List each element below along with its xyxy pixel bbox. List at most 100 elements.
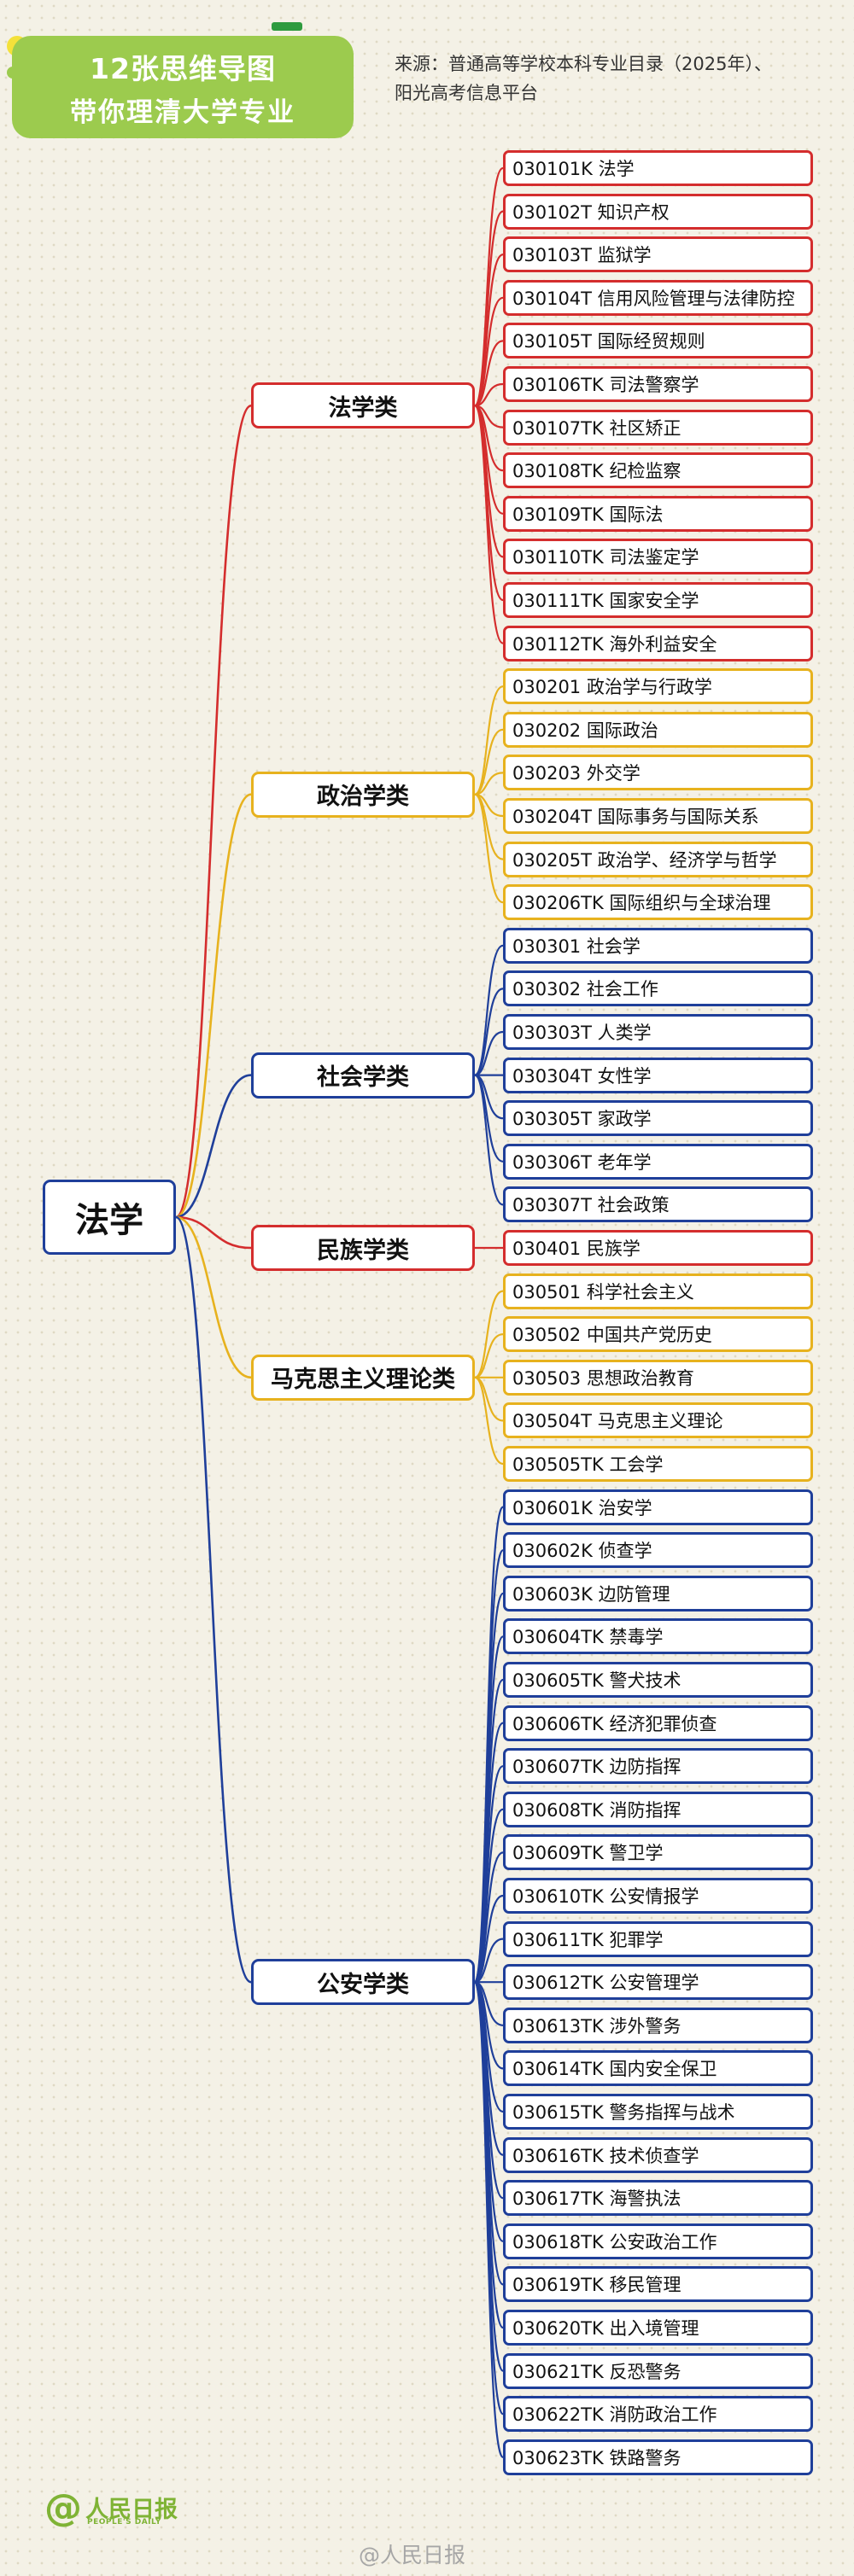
major-item: 030615TK 警务指挥与战术: [503, 2094, 813, 2130]
major-item: 030606TK 经济犯罪侦查: [503, 1705, 813, 1741]
major-item: 030102T 知识产权: [503, 193, 813, 230]
leaf-branch-line: [474, 1851, 504, 1984]
source-note: 来源：普通高等学校本科专业目录（2025年）、 阳光高考信息平台: [395, 50, 847, 108]
leaf-branch-line: [474, 382, 504, 407]
major-item: 030607TK 边防指挥: [503, 1748, 813, 1785]
category-node: 公安学类: [251, 1959, 475, 2006]
major-item: 030608TK 消防指挥: [503, 1791, 813, 1827]
major-item: 030619TK 移民管理: [503, 2266, 813, 2303]
leaf-branch-line: [474, 340, 504, 407]
root-branch-line: [175, 405, 252, 1219]
title-badge: 12张思维导图 带你理清大学专业: [12, 36, 354, 138]
major-item: 030504T 马克思主义理论: [503, 1402, 813, 1439]
major-item: 030502 中国共产党历史: [503, 1316, 813, 1353]
major-item: 030611TK 犯罪学: [503, 1920, 813, 1957]
major-item: 030108TK 纪检监察: [503, 452, 813, 489]
major-item: 030601K 治安学: [503, 1489, 813, 1525]
major-item: 030204T 国际事务与国际关系: [503, 798, 813, 834]
major-item: 030609TK 警卫学: [503, 1834, 813, 1871]
leaf-branch-line: [474, 1376, 504, 1422]
major-item: 030304T 女性学: [503, 1057, 813, 1093]
major-item: 030202 国际政治: [503, 711, 813, 748]
category-node: 法学类: [251, 382, 475, 429]
major-item: 030105T 国际经贸规则: [503, 323, 813, 359]
logo-subtext: PEOPLE'S DAILY: [87, 2518, 161, 2526]
root-branch-line: [175, 1074, 252, 1219]
source-line-2: 阳光高考信息平台: [395, 83, 538, 103]
major-item: 030111TK 国家安全学: [503, 582, 813, 618]
source-line-1: 来源：普通高等学校本科专业目录（2025年）、: [395, 54, 772, 74]
leaf-branch-line: [474, 793, 504, 860]
major-item: 030205T 政治学、经济学与哲学: [503, 841, 813, 877]
title-line-1: 12张思维导图: [90, 52, 276, 85]
logo-mark-icon: @: [44, 2486, 82, 2530]
major-item: 030501 科学社会主义: [503, 1273, 813, 1309]
leaf-branch-line: [474, 1074, 504, 1206]
people-daily-logo: @ 人民日报 PEOPLE'S DAILY: [44, 2489, 232, 2532]
major-item: 030206TK 国际组织与全球治理: [503, 884, 813, 921]
major-item: 030622TK 消防政治工作: [503, 2396, 813, 2433]
root-node: 法学: [43, 1180, 176, 1255]
decor-bar: [272, 22, 302, 31]
major-item: 030604TK 禁毒学: [503, 1618, 813, 1655]
major-item: 030617TK 海警执法: [503, 2180, 813, 2217]
category-node: 社会学类: [251, 1052, 475, 1099]
major-item: 030616TK 技术侦查学: [503, 2136, 813, 2173]
major-item: 030201 政治学与行政学: [503, 668, 813, 705]
major-item: 030104T 信用风险管理与法律防控: [503, 279, 813, 316]
major-item: 030505TK 工会学: [503, 1446, 813, 1482]
major-item: 030101K 法学: [503, 150, 813, 186]
major-item: 030613TK 涉外警务: [503, 2007, 813, 2043]
category-node: 政治学类: [251, 771, 475, 818]
leaf-branch-line: [474, 988, 504, 1076]
major-item: 030602K 侦查学: [503, 1532, 813, 1569]
major-item: 030605TK 警犬技术: [503, 1662, 813, 1698]
leaf-branch-line: [474, 1894, 504, 1984]
leaf-branch-line: [473, 1981, 505, 2458]
leaf-branch-line: [474, 1376, 504, 1466]
leaf-branch-line: [473, 405, 505, 644]
major-item: 030623TK 铁路警务: [503, 2439, 813, 2475]
category-node: 马克思主义理论类: [251, 1354, 475, 1401]
major-item: 030103T 监狱学: [503, 236, 813, 273]
leaf-branch-line: [474, 1030, 504, 1076]
major-item: 030401 民族学: [503, 1230, 813, 1266]
root-branch-line: [175, 793, 252, 1219]
root-branch-line: [175, 1215, 252, 1984]
leaf-branch-line: [474, 1938, 504, 1984]
major-item: 030110TK 司法鉴定学: [503, 539, 813, 575]
major-item: 030621TK 反恐警务: [503, 2352, 813, 2389]
major-item: 030112TK 海外利益安全: [503, 625, 813, 661]
leaf-branch-line: [474, 296, 504, 407]
major-item: 030503 思想政治教育: [503, 1359, 813, 1396]
title-line-2: 带你理清大学专业: [70, 97, 295, 128]
leaf-branch-line: [474, 685, 504, 796]
root-branch-line: [175, 1215, 252, 1379]
root-branch-line: [175, 1215, 252, 1250]
leaf-branch-line: [474, 1290, 504, 1378]
major-item: 030306T 老年学: [503, 1143, 813, 1180]
major-item: 030303T 人类学: [503, 1014, 813, 1050]
major-item: 030307T 社会政策: [503, 1186, 813, 1223]
major-item: 030610TK 公安情报学: [503, 1878, 813, 1914]
major-item: 030107TK 社区矫正: [503, 409, 813, 446]
leaf-branch-line: [474, 944, 504, 1076]
major-item: 030614TK 国内安全保卫: [503, 2050, 813, 2087]
major-item: 030203 外交学: [503, 755, 813, 791]
major-item: 030305T 家政学: [503, 1100, 813, 1137]
major-item: 030109TK 国际法: [503, 495, 813, 532]
major-item: 030301 社会学: [503, 927, 813, 964]
major-item: 030612TK 公安管理学: [503, 1964, 813, 2001]
major-item: 030618TK 公安政治工作: [503, 2223, 813, 2259]
major-item: 030603K 边防管理: [503, 1575, 813, 1611]
major-item: 030302 社会工作: [503, 970, 813, 1007]
major-item: 030106TK 司法警察学: [503, 366, 813, 402]
logo-text: 人民日报: [85, 2497, 178, 2523]
major-item: 030620TK 出入境管理: [503, 2310, 813, 2346]
watermark: @人民日报: [359, 2543, 466, 2567]
leaf-branch-line: [474, 1333, 504, 1378]
leaf-branch-line: [474, 793, 504, 904]
leaf-branch-line: [474, 772, 504, 796]
leaf-branch-line: [474, 728, 504, 796]
